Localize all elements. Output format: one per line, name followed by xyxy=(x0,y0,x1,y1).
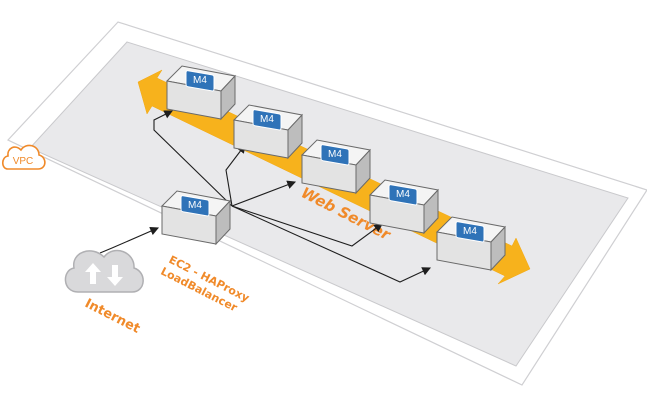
connector-server-1 xyxy=(153,110,233,207)
connector-server-2 xyxy=(225,144,246,207)
instance-type-badge xyxy=(180,195,210,217)
instance-type-badge xyxy=(455,221,485,243)
instance-type-badge xyxy=(320,144,350,166)
web-server-instance[interactable]: M4 xyxy=(166,65,236,120)
web-server-instance[interactable]: M4 xyxy=(436,216,506,271)
web-server-instance-label: M4 xyxy=(193,75,207,86)
vpc-cloud-icon: VPC xyxy=(1,144,46,170)
web-server-instance-label: M4 xyxy=(328,149,342,160)
connector-server-4 xyxy=(231,205,383,247)
load-balancer-instance[interactable]: M4 xyxy=(161,190,231,245)
web-server-instance[interactable]: M4 xyxy=(233,104,303,159)
vpc-label: VPC xyxy=(13,156,34,167)
connector-server-5 xyxy=(231,205,431,283)
internet-cloud-icon xyxy=(64,249,144,293)
load-balancer-instance-label: M4 xyxy=(188,200,202,211)
connections xyxy=(99,110,431,283)
web-server-instance-label: M4 xyxy=(396,189,410,200)
web-server-instance[interactable]: M4 xyxy=(369,179,439,234)
web-server-instance[interactable]: M4 xyxy=(301,139,371,194)
web-server-instance-label: M4 xyxy=(463,226,477,237)
upload-download-icon xyxy=(85,263,123,286)
instance-type-badge xyxy=(388,184,418,206)
connector-internet xyxy=(99,227,160,254)
web-server-instance-label: M4 xyxy=(260,114,274,125)
instance-type-badge xyxy=(185,70,215,92)
internet-label: Internet xyxy=(82,296,142,337)
connector-server-3 xyxy=(231,180,297,207)
instance-type-badge xyxy=(252,109,282,131)
load-balancer-label: EC2 - HAProxy LoadBalancer xyxy=(159,253,252,315)
